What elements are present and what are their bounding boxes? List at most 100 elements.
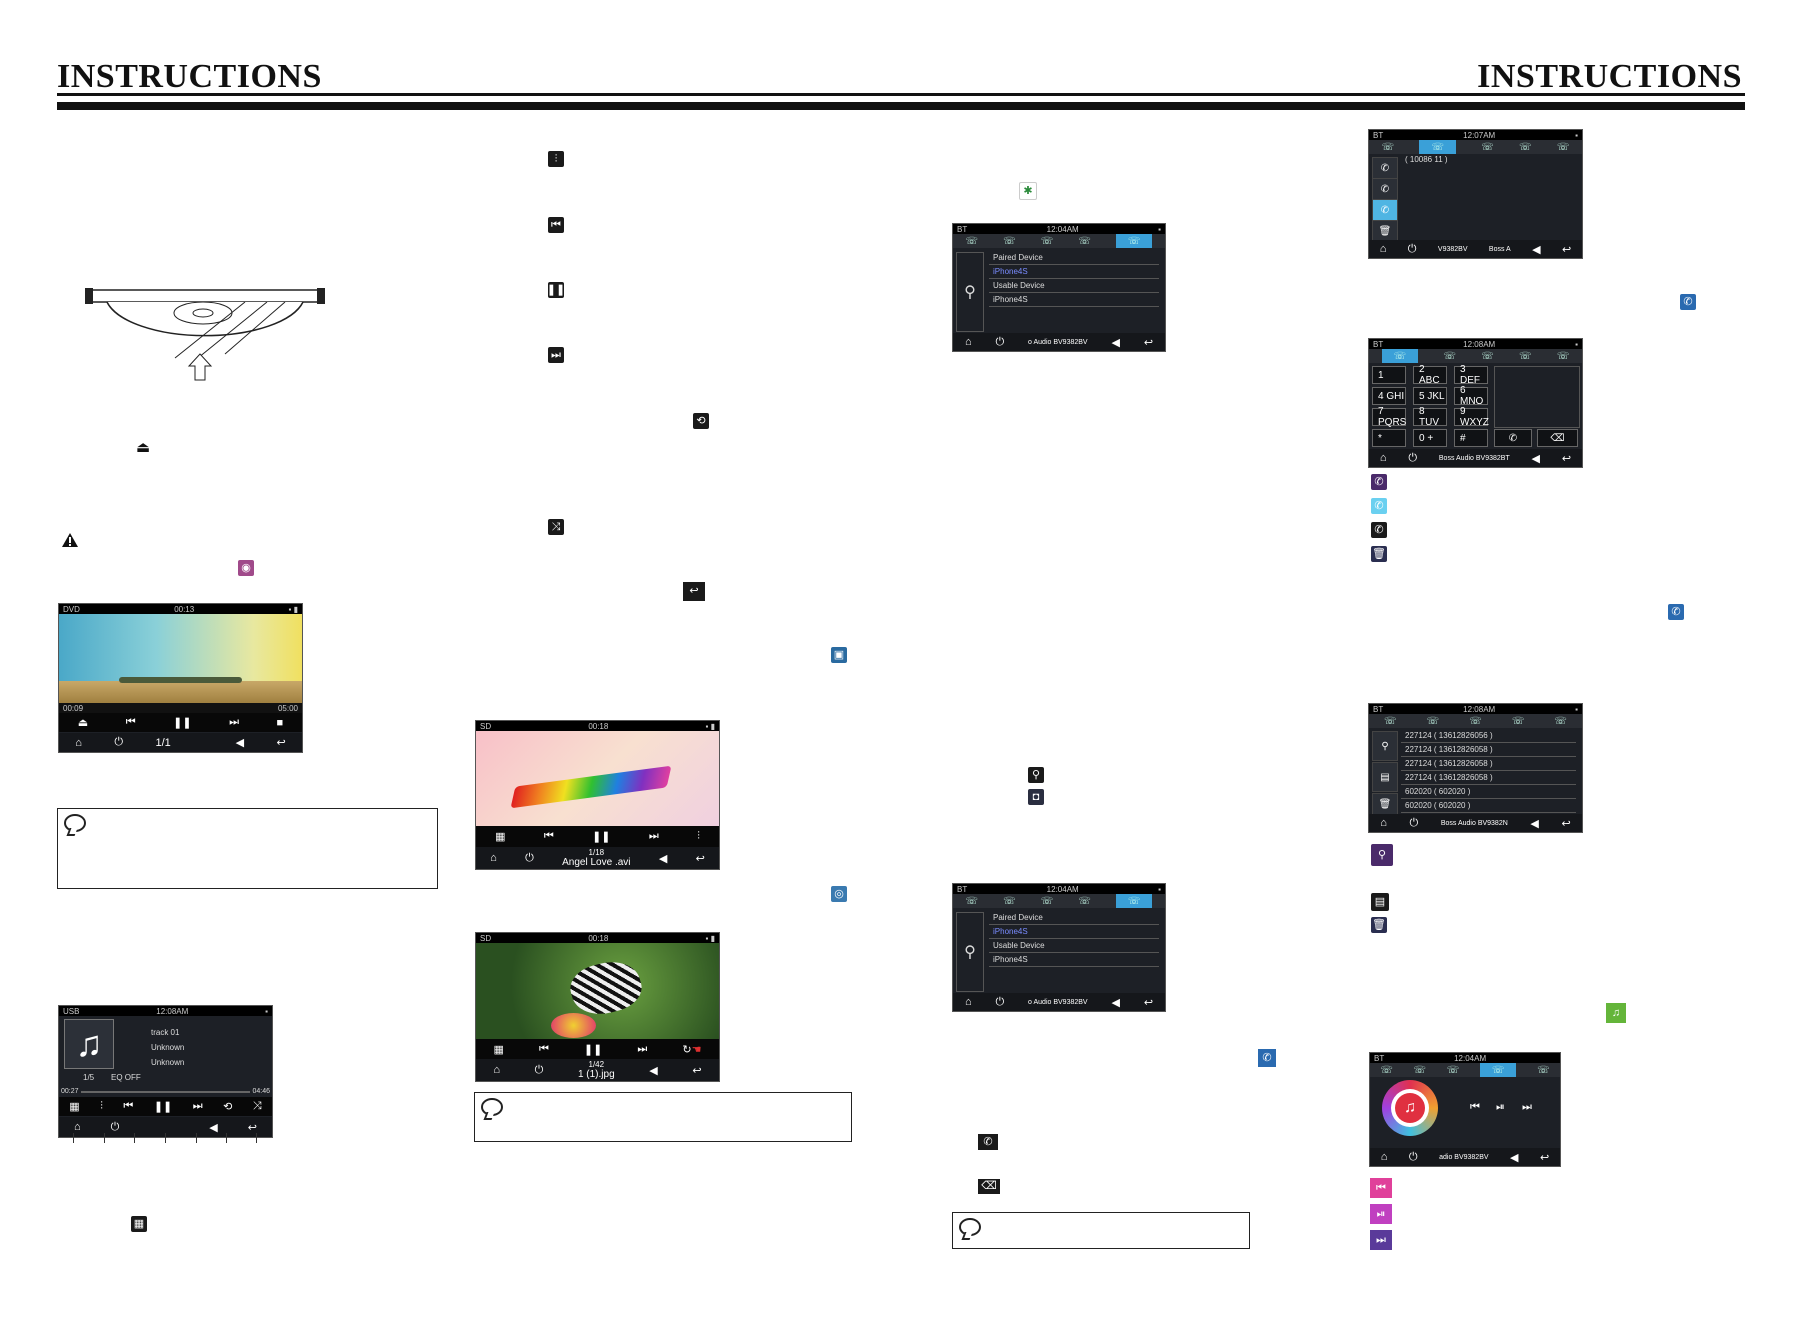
tab-dial[interactable]: ☏ <box>1003 235 1016 247</box>
power-icon[interactable]: ⏻ <box>1408 451 1418 464</box>
dial-key[interactable]: * <box>1372 429 1406 447</box>
power-icon[interactable]: ⏻ <box>525 851 534 864</box>
list-item[interactable]: 227124 ( 13612826056 ) <box>1401 728 1576 743</box>
next-button[interactable]: ⏭ <box>229 716 240 728</box>
menu-grid-icon[interactable]: ▦ <box>69 1101 80 1113</box>
incoming-calls-icon[interactable]: ✆ <box>1372 178 1398 200</box>
tab-history[interactable]: ☏ <box>1078 895 1091 907</box>
volume-icon[interactable]: ◀ <box>235 737 245 749</box>
home-icon[interactable]: ⌂ <box>73 1121 81 1133</box>
pause-button[interactable]: ❚❚ <box>153 1101 173 1113</box>
power-icon[interactable]: ⏻ <box>1408 1150 1418 1163</box>
next-button[interactable]: ⏭ <box>637 1042 648 1055</box>
tab-devices[interactable]: ☏ <box>1556 141 1570 153</box>
list-item[interactable]: 602020 ( 602020 ) <box>1401 784 1576 799</box>
back-icon[interactable]: ↩ <box>247 1121 257 1134</box>
next-button[interactable]: ⏭ <box>1522 1101 1532 1113</box>
home-icon[interactable]: ⌂ <box>1379 452 1387 464</box>
dial-key[interactable]: 8 TUV <box>1413 406 1447 428</box>
list-item[interactable]: iPhone4S <box>989 924 1159 939</box>
call-button[interactable]: ✆ <box>1494 429 1532 447</box>
volume-icon[interactable]: ◀ <box>1111 336 1120 349</box>
prev-button[interactable]: ⏮ <box>125 716 136 728</box>
search-icon[interactable]: ⚲ <box>956 912 984 992</box>
missed-calls-icon[interactable]: ✆ <box>1372 199 1398 221</box>
back-icon[interactable]: ↩ <box>692 1064 702 1077</box>
eject-button[interactable]: ⏏ <box>77 717 89 729</box>
tab-phone[interactable]: ☏ <box>1380 1064 1393 1076</box>
dial-key[interactable]: 6 MNO <box>1454 385 1488 407</box>
dial-key[interactable]: 4 GHI <box>1372 387 1406 405</box>
tab-history[interactable]: ☏ <box>1519 141 1532 153</box>
power-icon[interactable]: ⏻ <box>995 335 1005 348</box>
tab-phone[interactable]: ☏ <box>1384 715 1397 727</box>
volume-icon[interactable]: ◀ <box>1532 243 1541 256</box>
dial-key[interactable]: # <box>1454 429 1488 447</box>
list-item[interactable]: 227124 ( 13612826058 ) <box>1401 742 1576 757</box>
volume-icon[interactable]: ◀ <box>658 852 668 865</box>
volume-icon[interactable]: ◀ <box>1510 1151 1519 1164</box>
tab-contacts[interactable]: ☏ <box>1481 141 1494 153</box>
home-icon[interactable]: ⌂ <box>1380 817 1387 829</box>
list-item[interactable]: iPhone4S <box>989 292 1159 307</box>
search-icon[interactable]: ⚲ <box>956 252 984 332</box>
tab-dial[interactable]: ☏ <box>1003 895 1016 907</box>
tab-history[interactable]: ☏ <box>1519 350 1532 362</box>
prev-button[interactable]: ⏮ <box>1470 1101 1480 1113</box>
volume-icon[interactable]: ◀ <box>1111 996 1120 1009</box>
list-item[interactable]: iPhone4S <box>989 952 1159 967</box>
power-icon[interactable]: ⏻ <box>114 736 124 748</box>
eq-icon[interactable]: ⫶ <box>100 1100 103 1112</box>
volume-icon[interactable]: ◀ <box>649 1064 658 1077</box>
delete-icon[interactable]: 🗑 <box>1372 220 1398 242</box>
back-icon[interactable]: ↩ <box>1561 817 1571 830</box>
tab-devices[interactable]: ☏ <box>1115 234 1153 248</box>
home-icon[interactable]: ⌂ <box>964 336 972 348</box>
back-icon[interactable]: ↩ <box>1562 243 1572 256</box>
dial-key[interactable]: 3 DEF <box>1454 364 1488 386</box>
list-item[interactable]: iPhone4S <box>989 264 1159 279</box>
tab-phone[interactable]: ☏ <box>965 235 979 247</box>
back-icon[interactable]: ↩ <box>695 852 705 865</box>
tab-history[interactable]: ☏ <box>1078 235 1091 247</box>
tab-contacts[interactable]: ☏ <box>1446 1064 1460 1076</box>
dial-key[interactable]: 2 ABC <box>1413 364 1447 386</box>
home-icon[interactable]: ⌂ <box>964 996 972 1008</box>
dvd-progress[interactable]: 00:09 05:00 <box>59 703 302 713</box>
pause-button[interactable]: ❚❚ <box>592 831 611 843</box>
tab-devices[interactable]: ☏ <box>1556 350 1570 362</box>
list-item[interactable]: 227124 ( 13612826058 ) <box>1401 756 1576 771</box>
progress-bar[interactable] <box>81 1091 250 1093</box>
rotate-icon[interactable]: ↻☚ <box>682 1043 702 1056</box>
volume-icon[interactable]: ◀ <box>209 1121 218 1134</box>
pause-button[interactable]: ❚❚ <box>583 1043 603 1056</box>
dial-key[interactable]: 5 JKL <box>1413 387 1447 405</box>
pause-button[interactable]: ❚❚ <box>173 717 192 729</box>
menu-grid-icon[interactable]: ▦ <box>493 1043 504 1056</box>
menu-grid-icon[interactable]: ▦ <box>495 831 506 843</box>
next-button[interactable]: ⏭ <box>648 830 659 842</box>
next-button[interactable]: ⏭ <box>192 1100 203 1112</box>
tab-contacts[interactable]: ☏ <box>1040 895 1054 907</box>
tab-dial[interactable]: ☏ <box>1443 350 1456 362</box>
delete-icon[interactable]: 🗑 <box>1372 793 1398 815</box>
volume-icon[interactable]: ◀ <box>1531 452 1540 465</box>
home-icon[interactable]: ⌂ <box>490 852 497 864</box>
outgoing-calls-icon[interactable]: ✆ <box>1372 157 1398 179</box>
power-icon[interactable]: ⏻ <box>110 1120 120 1133</box>
tab-dial[interactable]: ☏ <box>1413 1064 1427 1076</box>
tab-phone[interactable]: ☏ <box>1381 349 1419 363</box>
tab-devices[interactable]: ☏ <box>1537 1064 1550 1076</box>
tab-contacts[interactable]: ☏ <box>1040 235 1054 247</box>
dial-key[interactable]: 1 <box>1372 366 1406 384</box>
tab-contacts[interactable]: ☏ <box>1469 715 1482 727</box>
list-item[interactable]: 602020 ( 602020 ) <box>1401 798 1576 813</box>
power-icon[interactable]: ⏻ <box>1409 816 1419 829</box>
search-icon[interactable]: ⚲ <box>1372 731 1398 761</box>
backspace-button[interactable]: ⌫ <box>1537 429 1578 447</box>
stop-button[interactable]: ■ <box>276 716 284 729</box>
back-icon[interactable]: ↩ <box>1143 336 1154 349</box>
back-icon[interactable]: ↩ <box>1143 996 1154 1009</box>
back-icon[interactable]: ↩ <box>1561 452 1572 465</box>
tab-devices[interactable]: ☏ <box>1115 894 1153 908</box>
